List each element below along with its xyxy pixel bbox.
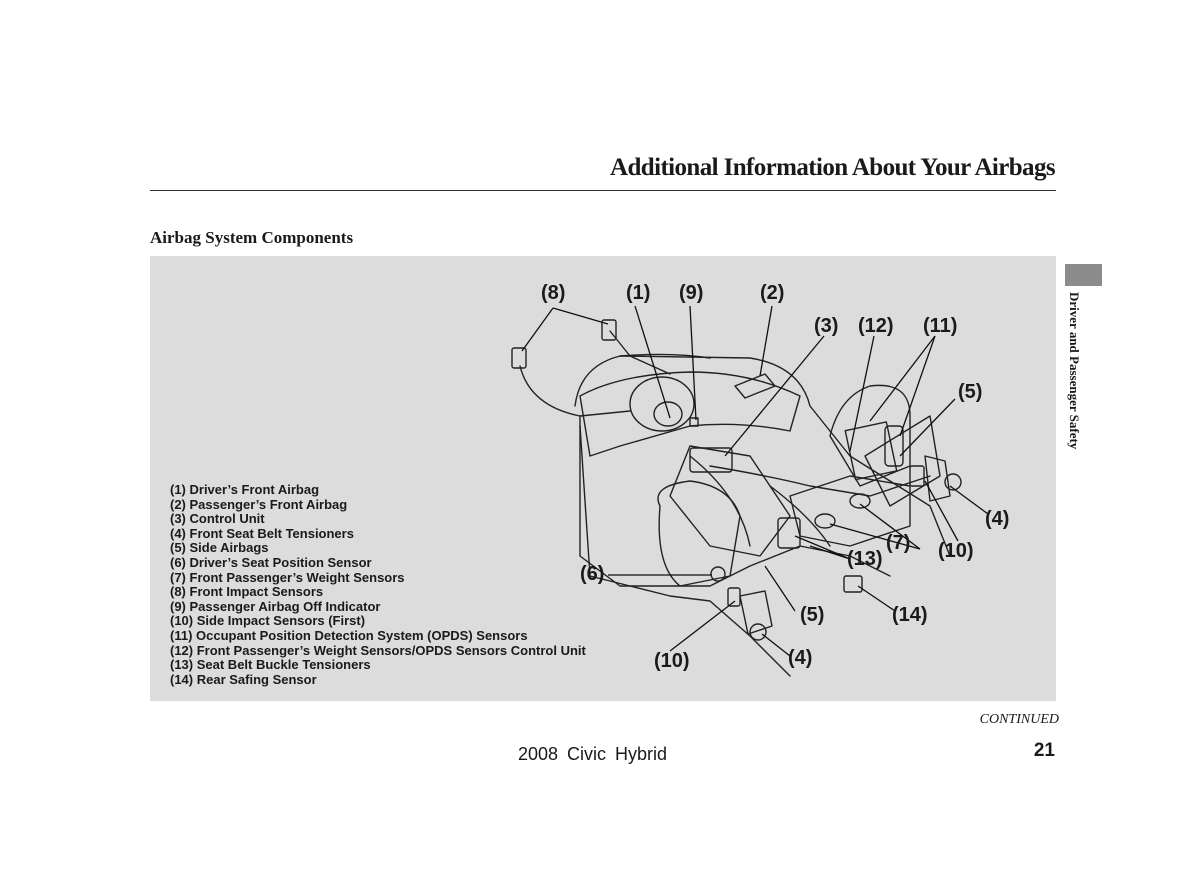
front-impact-sensor-right bbox=[601, 319, 617, 341]
callout-8: (8) bbox=[541, 282, 566, 304]
section-heading: Airbag System Components bbox=[150, 228, 354, 247]
legend-item: (12) Front Passenger’s Weight Sensors/OP… bbox=[170, 642, 586, 658]
airbag-diagram bbox=[511, 305, 989, 677]
legend-item: (11) Occupant Position Detection System … bbox=[170, 627, 528, 643]
callout-5-lower: (5) bbox=[800, 604, 825, 626]
callout-4: (4) bbox=[985, 508, 1010, 530]
rear-safing-sensor-shape bbox=[843, 575, 863, 593]
harness-main bbox=[579, 415, 891, 587]
seat-belt-retractor-left bbox=[739, 590, 773, 635]
side-tab-label: Driver and Passenger Safety bbox=[1067, 292, 1082, 450]
weight-sensor-2 bbox=[814, 513, 836, 529]
opds-sensor-shape bbox=[844, 421, 898, 481]
passenger-airbag-shape bbox=[734, 373, 776, 399]
legend-item: (5) Side Airbags bbox=[170, 540, 269, 556]
airbag-off-indicator-shape bbox=[689, 417, 699, 427]
legend-item: (8) Front Impact Sensors bbox=[170, 584, 324, 600]
legend-item: (1) Driver’s Front Airbag bbox=[170, 482, 320, 497]
callout-12: (12) bbox=[858, 315, 894, 337]
title-rule bbox=[150, 190, 1056, 191]
legend-item: (6) Driver’s Seat Position Sensor bbox=[170, 554, 372, 570]
control-unit-shape bbox=[689, 447, 733, 473]
harness-front-right bbox=[609, 330, 671, 375]
legend-item: (9) Passenger Airbag Off Indicator bbox=[170, 598, 381, 614]
callout-14: (14) bbox=[892, 604, 928, 626]
callout-4-lower: (4) bbox=[788, 647, 813, 669]
weight-sensor-1 bbox=[849, 493, 871, 509]
side-impact-sensor-shape bbox=[909, 465, 925, 487]
side-airbag-shape bbox=[884, 425, 904, 467]
callout-11: (11) bbox=[923, 315, 958, 337]
callout-7: (7) bbox=[886, 532, 911, 554]
cabin-outline bbox=[574, 355, 951, 557]
continued-label: CONTINUED bbox=[979, 712, 1059, 727]
legend-item: (13) Seat Belt Buckle Tensioners bbox=[170, 657, 371, 673]
front-impact-sensor-left bbox=[511, 347, 527, 369]
side-impact-sensor-lower bbox=[727, 587, 741, 607]
harness-front-left bbox=[519, 365, 631, 417]
buckle-tensioner-shape bbox=[777, 517, 801, 549]
legend-item: (7) Front Passenger’s Weight Sensors bbox=[170, 569, 405, 585]
legend-list: (1) Driver’s Front Airbag (2) Passenger’… bbox=[170, 482, 586, 687]
leader-lines bbox=[521, 305, 989, 657]
callout-5: (5) bbox=[958, 381, 983, 403]
page-number: 21 bbox=[1033, 740, 1055, 761]
legend-item: (10) Side Impact Sensors (First) bbox=[170, 613, 366, 629]
callout-10-lower: (10) bbox=[654, 650, 690, 672]
seat-position-sensor-shape bbox=[710, 566, 726, 582]
center-console bbox=[669, 445, 791, 557]
footer-model: 2008 Civic Hybrid bbox=[518, 744, 668, 764]
callout-6: (6) bbox=[580, 563, 605, 585]
harness-rear bbox=[709, 465, 931, 497]
callout-9: (9) bbox=[679, 282, 704, 304]
legend-item: (14) Rear Safing Sensor bbox=[170, 671, 317, 687]
steering-wheel bbox=[629, 376, 695, 432]
passenger-seat-back bbox=[829, 384, 911, 487]
callout-2: (2) bbox=[760, 282, 785, 304]
legend-item: (4) Front Seat Belt Tensioners bbox=[170, 525, 354, 541]
legend-item: (3) Control Unit bbox=[170, 511, 265, 527]
callout-3: (3) bbox=[814, 315, 839, 337]
dashboard bbox=[579, 371, 801, 457]
side-tab-marker bbox=[1065, 264, 1102, 286]
rear-seat bbox=[864, 415, 941, 507]
legend-item: (2) Passenger’s Front Airbag bbox=[170, 496, 348, 512]
callout-10: (10) bbox=[938, 540, 974, 562]
page-title: Additional Information About Your Airbag… bbox=[610, 154, 1056, 181]
figure-panel: (1) Driver’s Front Airbag (2) Passenger’… bbox=[150, 256, 1056, 701]
callout-13: (13) bbox=[847, 548, 883, 570]
callout-1: (1) bbox=[626, 282, 651, 304]
floor-outline bbox=[579, 425, 791, 677]
